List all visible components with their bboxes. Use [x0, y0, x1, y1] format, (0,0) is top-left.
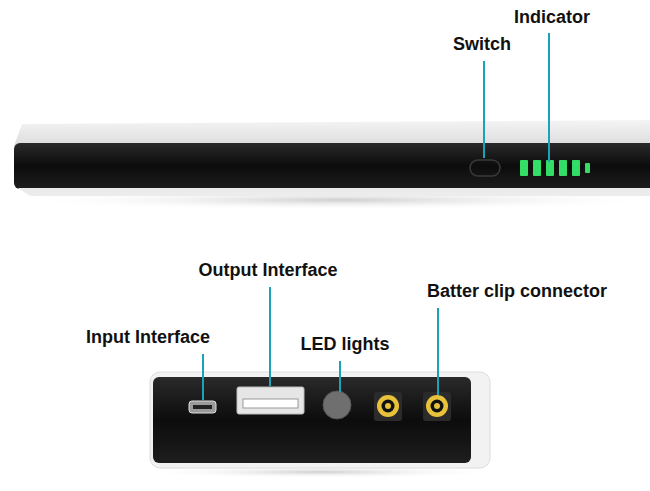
part-label: Batter clip connector — [427, 280, 607, 302]
part-label: LED lights — [301, 333, 390, 355]
indicator-bars — [520, 160, 590, 176]
switch-button — [470, 160, 500, 176]
part-label: Input Interface — [86, 326, 210, 348]
power-bank-front — [10, 120, 650, 210]
clip-connector — [374, 392, 451, 421]
part-label: Switch — [453, 33, 511, 55]
usb-port — [237, 387, 304, 414]
part-label: Output Interface — [198, 259, 337, 281]
led-lamp — [323, 391, 351, 419]
leader-lines — [203, 33, 549, 400]
micro-usb-port — [189, 401, 216, 413]
part-label: Indicator — [514, 6, 590, 28]
power-bank-side — [140, 372, 500, 478]
